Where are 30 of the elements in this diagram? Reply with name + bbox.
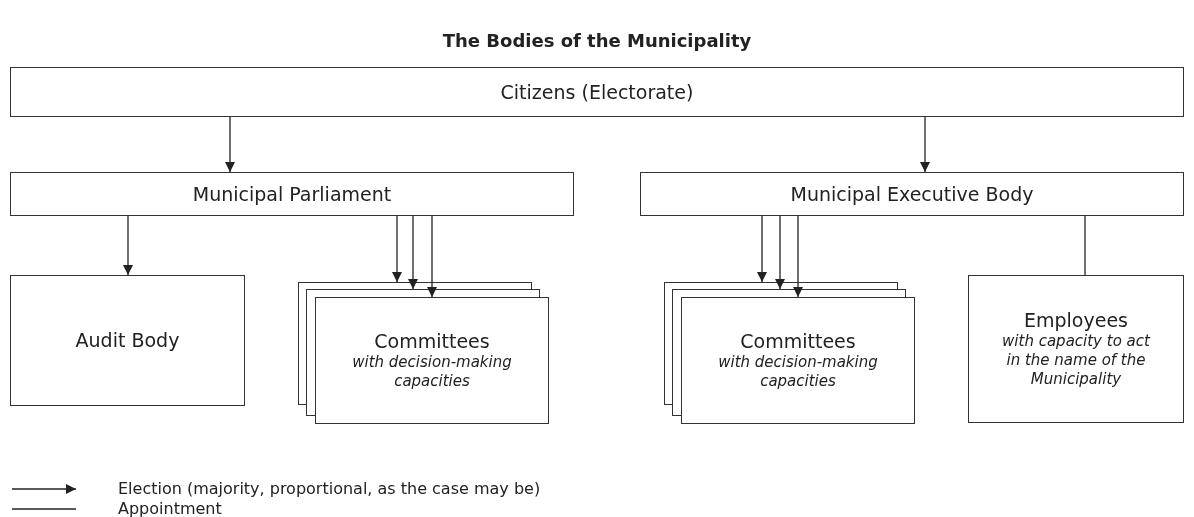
node-description: with decision-making capacities [717, 353, 879, 391]
arrow [757, 215, 767, 283]
arrow [123, 215, 133, 276]
node-title: Municipal Parliament [192, 182, 392, 206]
arrow [793, 215, 803, 298]
body-box [640, 172, 1184, 216]
arrow [392, 215, 402, 283]
node-title: Audit Body [75, 329, 180, 352]
node-title: Committees [374, 330, 490, 354]
legend-text: Appointment [118, 499, 222, 517]
node-title: Employees [1024, 309, 1128, 333]
arrow [775, 215, 785, 290]
diagram-title: The Bodies of the Municipality [441, 30, 753, 51]
node-title: Municipal Executive Body [790, 182, 1034, 206]
arrow [408, 215, 418, 290]
node-title: Citizens (Electorate) [500, 80, 694, 104]
node-description: with decision-making capacities [351, 353, 513, 391]
stacked-cards [664, 282, 915, 424]
body-box [968, 275, 1184, 423]
arrow [225, 116, 235, 173]
arrow [427, 215, 437, 298]
node-description: with capacity to act in the name of the Municipality [1001, 332, 1152, 389]
legend-text: Election (majority, proportional, as the case may be) [118, 479, 541, 498]
body-box [10, 172, 574, 216]
node-title: Committees [740, 330, 856, 354]
connector-line [1084, 215, 1086, 276]
stacked-cards [298, 282, 549, 424]
body-box [10, 275, 245, 406]
arrow [920, 116, 930, 173]
body-box [10, 67, 1184, 117]
